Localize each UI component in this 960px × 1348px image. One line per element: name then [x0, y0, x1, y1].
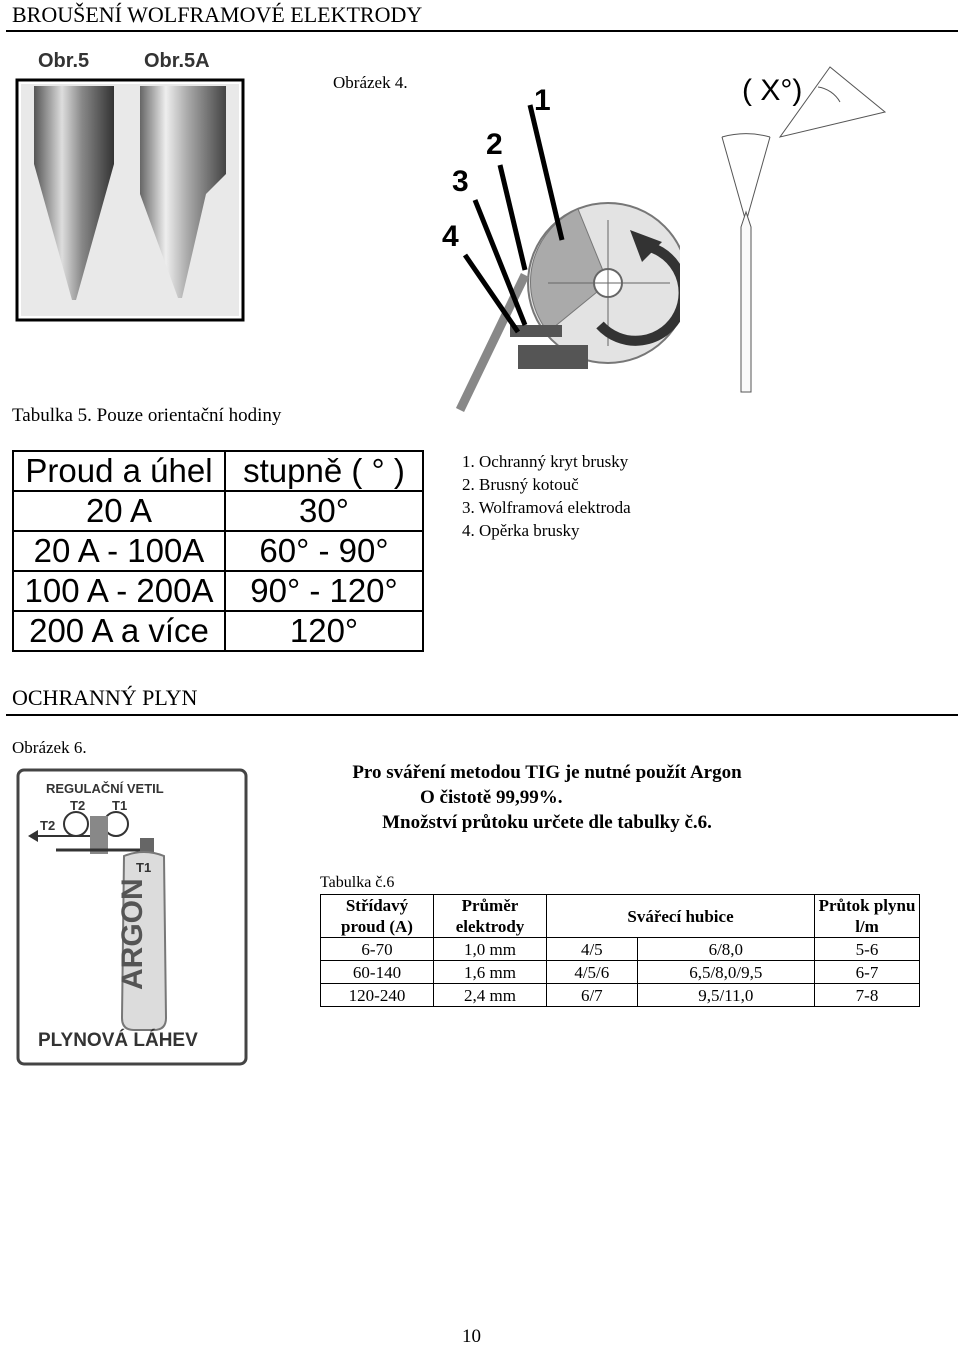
table-cell: 6-7 [814, 960, 920, 984]
table-row: 200 A a více 120° [12, 610, 424, 652]
grinder-illustration [455, 104, 689, 412]
table-cell: 6/7 [546, 983, 638, 1007]
t2-gauge-label: T2 [70, 798, 86, 813]
table-cell: 100 A - 200A [12, 570, 226, 612]
list-item: 3. Wolframová elektroda [462, 498, 631, 517]
electrode-tips-illustration [15, 78, 245, 322]
gas-bottle-illustration [16, 768, 248, 1066]
callout-1: 1 [534, 84, 551, 117]
figure4-caption: Obrázek 4. [333, 73, 408, 92]
table-row: 6-70 1,0 mm 4/5 6/8,0 5-6 [320, 937, 920, 961]
table-cell: 20 A - 100A [12, 530, 226, 572]
table-cell: 60° - 90° [224, 530, 424, 572]
table-cell: 120° [224, 610, 424, 652]
table-cell: 30° [224, 490, 424, 532]
table-cell: 5-6 [814, 937, 920, 961]
section-heading: OCHRANNÝ PLYN [12, 685, 198, 710]
table-row: 100 A - 200A 90° - 120° [12, 570, 424, 612]
table-cell: stupně ( ° ) [224, 450, 424, 492]
table-cell: 20 A [12, 490, 226, 532]
table-cell: 60-140 [320, 960, 434, 984]
page-heading: BROUŠENÍ WOLFRAMOVÉ ELEKTRODY [12, 2, 423, 27]
gas-flow-table: Střídavý proud (A) Průměr elektrody Svář… [320, 894, 920, 1007]
note-line: Pro sváření metodou TIG je nutné použít … [352, 762, 742, 783]
regulator-label: REGULAČNÍ VETIL [46, 781, 164, 796]
page-number: 10 [462, 1326, 481, 1347]
angle-diagram: ( X°) [700, 62, 900, 412]
current-angle-table: Proud a úhel stupně ( ° ) 20 A 30° 20 A … [12, 450, 424, 652]
list-item: 2. Brusný kotouč [462, 475, 579, 494]
table-cell: 6/8,0 [636, 937, 816, 961]
table-cell: 9,5/11,0 [636, 983, 816, 1007]
note-line: O čistotě 99,99%. [420, 787, 563, 808]
grinder-diagram: 1 2 3 4 [430, 70, 689, 420]
table-cell: 1,0 mm [433, 937, 547, 961]
table-cell: 1,6 mm [433, 960, 547, 984]
table-row: 20 A - 100A 60° - 90° [12, 530, 424, 572]
table-row: 60-140 1,6 mm 4/5/6 6,5/8,0/9,5 6-7 [320, 960, 920, 984]
table6-caption: Tabulka č.6 [320, 874, 395, 891]
callout-3: 3 [452, 165, 469, 198]
table-cell: 4/5/6 [546, 960, 638, 984]
note-line: Množství průtoku určete dle tabulky č.6. [382, 812, 712, 833]
table-row: Proud a úhel stupně ( ° ) [12, 450, 424, 492]
table-cell: 200 A a více [12, 610, 226, 652]
t2-outlet-label: T2 [40, 818, 56, 833]
column-header: Průměr elektrody [433, 894, 547, 938]
table-cell: 2,4 mm [433, 983, 547, 1007]
electrode-tips-figure: Obr.5 Obr.5A [14, 44, 246, 324]
argon-label: ARGON [116, 878, 149, 990]
angle-label: ( X°) [742, 74, 803, 107]
bottle-label: PLYNOVÁ LÁHEV [38, 1030, 198, 1051]
table-cell: Proud a úhel [12, 450, 226, 492]
heading-rule [6, 30, 958, 32]
t1-bottle-label: T1 [136, 860, 152, 875]
table-cell: 90° - 120° [224, 570, 424, 612]
t1-gauge-label: T1 [112, 798, 128, 813]
table5-caption: Tabulka 5. Pouze orientační hodiny [12, 405, 282, 426]
obr5-label: Obr.5 [38, 50, 90, 72]
table-cell: 6,5/8,0/9,5 [636, 960, 816, 984]
table-cell: 6-70 [320, 937, 434, 961]
grinder-legend: 1. Ochranný kryt brusky 2. Brusný kotouč… [462, 450, 631, 542]
table-cell: 4/5 [546, 937, 638, 961]
column-header: Svářecí hubice [546, 894, 815, 938]
table-row: 120-240 2,4 mm 6/7 9,5/11,0 7-8 [320, 983, 920, 1007]
section-rule [6, 714, 958, 716]
callout-2: 2 [486, 128, 503, 161]
table-cell: 7-8 [814, 983, 920, 1007]
column-header: Průtok plynu l/m [814, 894, 920, 938]
angle-illustration [721, 66, 887, 393]
list-item: 4. Opěrka brusky [462, 521, 580, 540]
gas-bottle-figure: REGULAČNÍ VETIL T2 T1 T2 T1 ARGON PLYNOV… [16, 768, 248, 1066]
figure6-caption: Obrázek 6. [12, 738, 87, 757]
column-header: Střídavý proud (A) [320, 894, 434, 938]
table-header-row: Střídavý proud (A) Průměr elektrody Svář… [320, 894, 920, 938]
callout-4: 4 [442, 220, 459, 253]
table-row: 20 A 30° [12, 490, 424, 532]
obr5a-label: Obr.5A [144, 50, 210, 72]
argon-note: Pro sváření metodou TIG je nutné použít … [310, 760, 784, 835]
list-item: 1. Ochranný kryt brusky [462, 452, 629, 471]
table-cell: 120-240 [320, 983, 434, 1007]
